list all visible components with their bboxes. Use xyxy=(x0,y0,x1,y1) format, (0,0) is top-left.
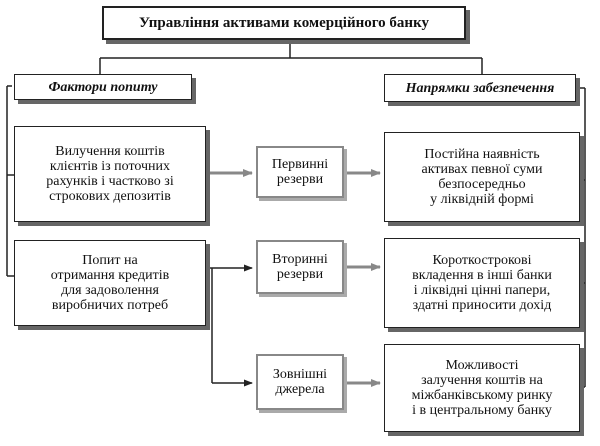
diagram-title: Управління активами комерційного банку xyxy=(102,6,466,40)
primary-reserves: Первинні резерви xyxy=(256,146,344,198)
direction-interbank-borrowing: Можливості залучення коштів на міжбанків… xyxy=(384,344,580,432)
direction-short-term-investments: Короткострокові вкладення в інші банки і… xyxy=(384,238,580,328)
direction-liquid-assets: Постійна наявність активах певної суми б… xyxy=(384,132,580,222)
external-sources: Зовнішні джерела xyxy=(256,354,344,410)
header-provision-directions: Напрямки забезпечення xyxy=(384,74,576,102)
factor-deposit-withdrawal: Вилучення коштів клієнтів із поточних ра… xyxy=(14,126,206,222)
factor-credit-demand: Попит на отримання кредитів для задоволе… xyxy=(14,240,206,326)
secondary-reserves: Вторинні резерви xyxy=(256,240,344,294)
header-demand-factors: Фактори попиту xyxy=(14,74,192,100)
